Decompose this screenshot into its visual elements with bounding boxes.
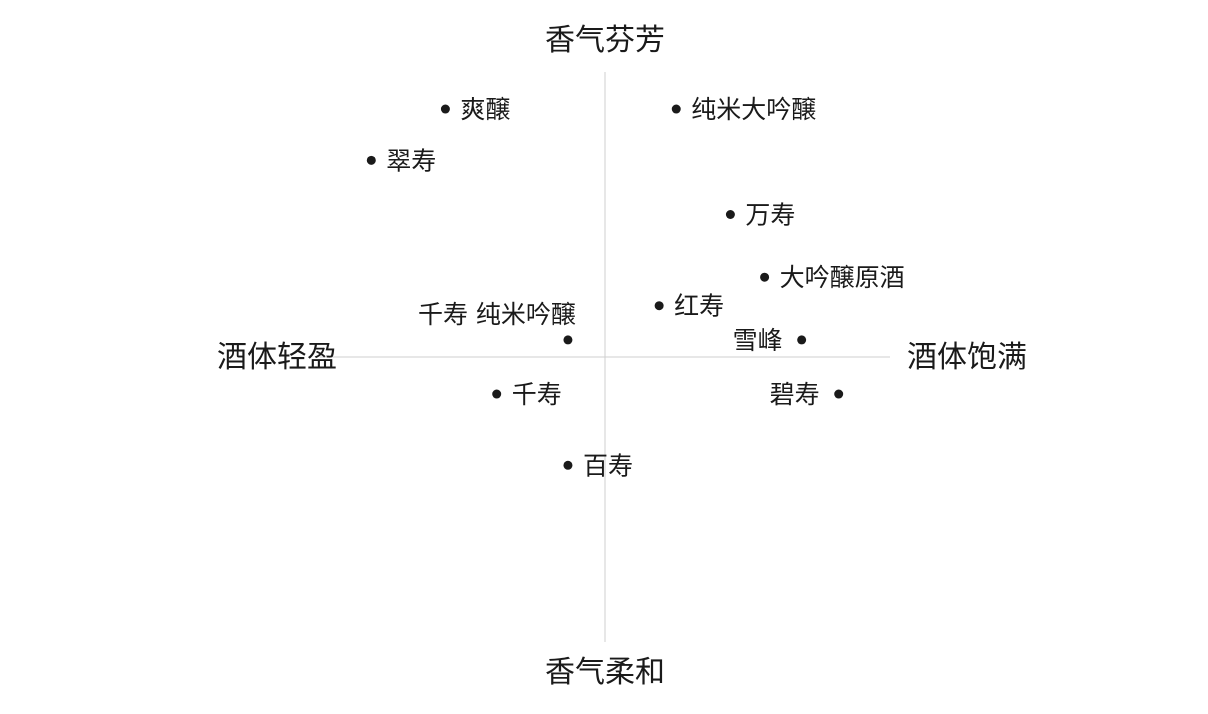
data-point-marker bbox=[797, 335, 807, 345]
x-axis-negative-label: 酒体轻盈 bbox=[217, 340, 337, 375]
data-point-marker bbox=[563, 460, 573, 470]
data-point-label: 万寿 bbox=[745, 201, 795, 230]
data-point-marker bbox=[440, 104, 450, 114]
data-point-label: 千寿 纯米吟醸 bbox=[418, 300, 576, 329]
data-point-label: 百寿 bbox=[583, 451, 633, 480]
data-point-marker bbox=[760, 272, 770, 282]
data-point-label: 碧寿 bbox=[770, 380, 820, 409]
data-point-label: 大吟醸原酒 bbox=[780, 263, 905, 292]
data-point-label: 千寿 bbox=[512, 380, 562, 409]
data-point-marker bbox=[654, 301, 664, 311]
data-point-marker bbox=[492, 389, 502, 399]
data-point-marker bbox=[671, 104, 681, 114]
data-point-marker bbox=[834, 389, 844, 399]
y-axis-positive-label: 香气芬芳 bbox=[545, 23, 665, 58]
data-point-label: 翠寿 bbox=[386, 146, 436, 175]
data-point-label: 红寿 bbox=[674, 292, 724, 321]
data-point-marker bbox=[725, 210, 735, 219]
data-point-label: 纯米大吟醸 bbox=[691, 95, 816, 124]
data-point-label: 雪峰 bbox=[733, 326, 783, 355]
data-point-label: 爽醸 bbox=[460, 95, 510, 124]
y-axis-negative-label: 香气柔和 bbox=[545, 655, 665, 690]
x-axis-positive-label: 酒体饱满 bbox=[907, 340, 1027, 375]
data-point-marker bbox=[366, 155, 376, 165]
data-point-marker bbox=[563, 335, 573, 345]
